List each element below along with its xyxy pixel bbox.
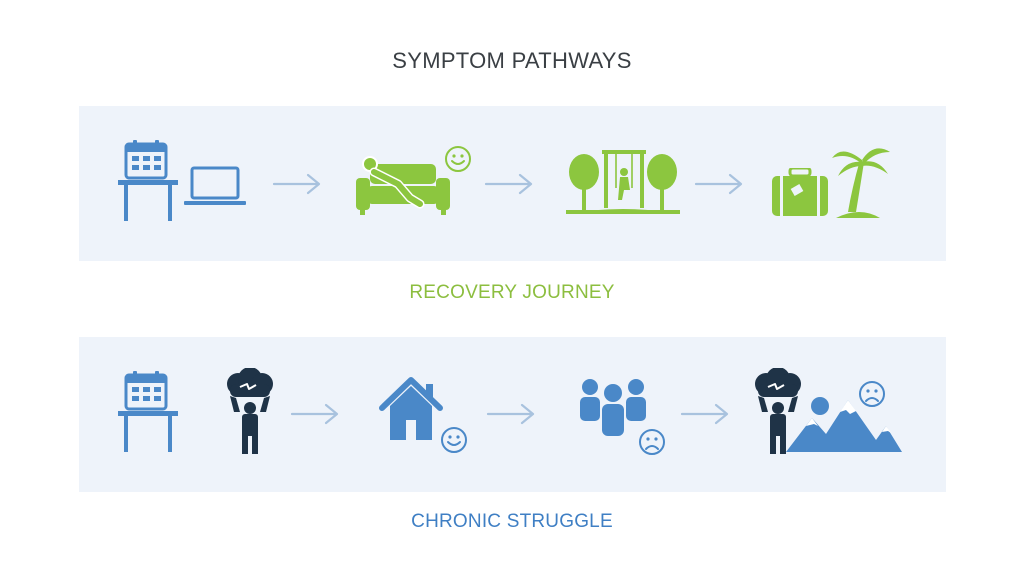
- arrow-icon: [694, 173, 743, 195]
- group-people-icon: [580, 379, 646, 436]
- recovery-journey-caption: RECOVERY JOURNEY: [409, 282, 615, 303]
- arrow-icon: [290, 403, 339, 425]
- park-swing-icon: [566, 150, 680, 214]
- smiley-face-icon: [445, 146, 471, 172]
- calendar-desk-icon: [118, 140, 178, 221]
- house-icon: [379, 377, 443, 440]
- stressed-person-icon: [227, 368, 273, 454]
- sad-face-icon: [639, 429, 665, 455]
- laptop-icon: [184, 166, 246, 205]
- arrow-icon: [272, 173, 321, 195]
- arrow-icon: [484, 173, 533, 195]
- palm-tree-icon: [832, 148, 890, 218]
- arrow-icon: [680, 403, 729, 425]
- page-title: SYMPTOM PATHWAYS: [392, 48, 632, 73]
- mountains-icon: [786, 397, 902, 452]
- arrow-icon: [486, 403, 535, 425]
- chronic-struggle-caption: CHRONIC STRUGGLE: [411, 511, 613, 532]
- stressed-person-icon: [755, 368, 801, 454]
- sad-face-icon: [859, 381, 885, 407]
- smiley-face-icon: [441, 427, 467, 453]
- relaxing-sofa-icon: [356, 156, 450, 215]
- suitcase-icon: [772, 168, 828, 216]
- calendar-desk-icon: [118, 371, 178, 452]
